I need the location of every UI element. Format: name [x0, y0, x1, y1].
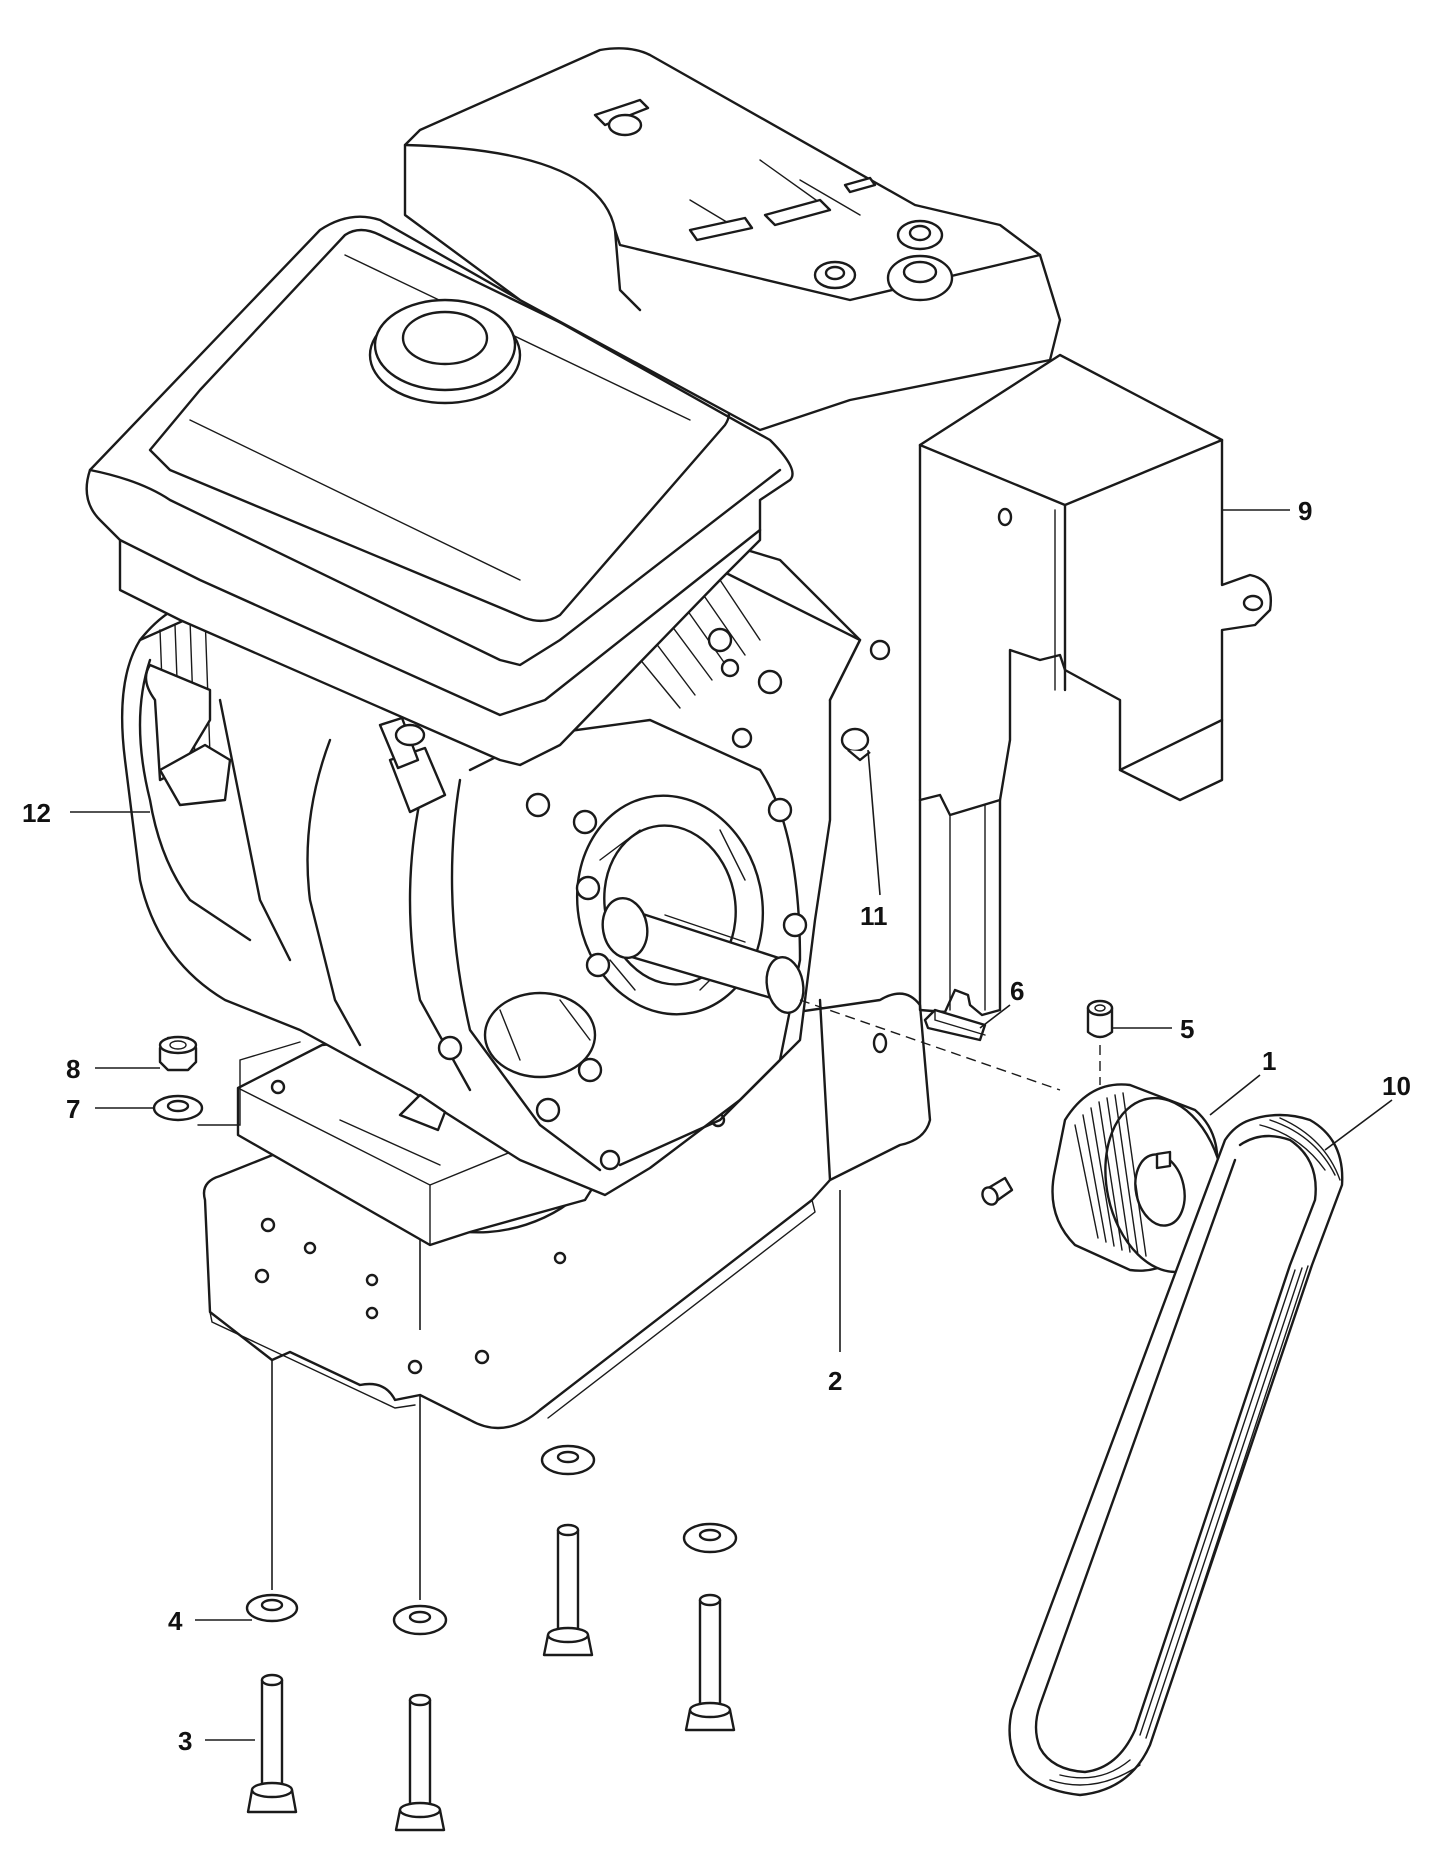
shaft-key: [923, 1008, 987, 1042]
callout-9: 9: [1298, 496, 1312, 526]
callout-3: 3: [178, 1726, 192, 1756]
callout-leaders: [70, 509, 1393, 1741]
set-screw-lower: [981, 1176, 1014, 1206]
hex-nut: [158, 1035, 198, 1072]
fuel-tank: [85, 215, 794, 767]
callout-12: 12: [22, 798, 51, 828]
wing-nut: [593, 98, 650, 137]
fuel-valve: [378, 716, 447, 814]
shaft-centerline: [799, 999, 1061, 1091]
v-belt: [1008, 1113, 1344, 1797]
air-cleaner-housing: [403, 47, 1062, 432]
washer-center: [392, 1604, 448, 1636]
callout-6: 6: [1010, 976, 1024, 1006]
fan-cover: [144, 663, 232, 807]
callout-7: 7: [66, 1094, 80, 1124]
fuel-filler-cap: [368, 298, 522, 405]
bolt-right: [684, 1593, 736, 1732]
callout-5: 5: [1180, 1014, 1194, 1044]
washer-mid: [540, 1444, 596, 1476]
belt-guard-bracket: [918, 353, 1272, 1017]
bolt-left: [246, 1673, 298, 1814]
callout-1: 1: [1262, 1046, 1276, 1076]
callout-10: 10: [1382, 1071, 1411, 1101]
bolt-mid: [542, 1523, 594, 1657]
nut-leader: [197, 1041, 301, 1126]
callout-8: 8: [66, 1054, 80, 1084]
callout-11: 11: [860, 901, 888, 931]
bolt-center: [394, 1693, 446, 1832]
cover-bolts: [437, 627, 891, 1171]
set-screw-upper: [1086, 999, 1114, 1039]
callout-4: 4: [168, 1606, 183, 1636]
washer-right: [682, 1522, 738, 1554]
crankshaft: [601, 897, 805, 1014]
stud: [840, 727, 871, 762]
callout-2: 2: [828, 1366, 842, 1396]
washer-left: [245, 1593, 299, 1623]
washer-small: [152, 1094, 204, 1122]
